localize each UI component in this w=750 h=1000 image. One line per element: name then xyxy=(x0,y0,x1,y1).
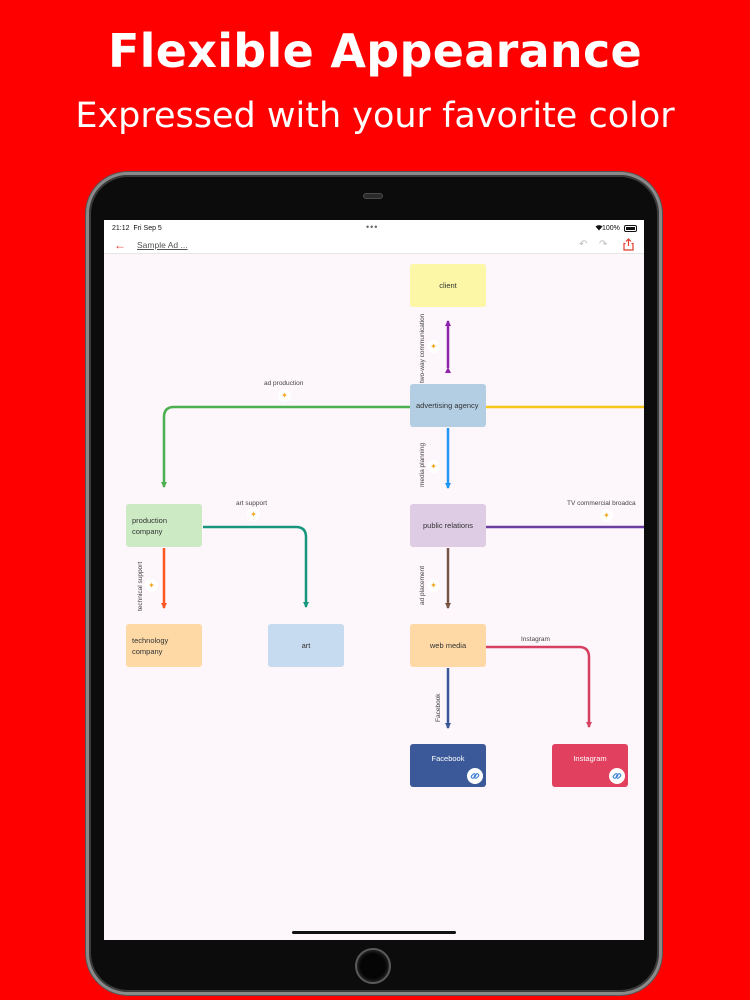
sparkle-icon[interactable]: ✦ xyxy=(247,508,260,521)
home-button[interactable] xyxy=(355,948,391,984)
node-advertising-agency[interactable]: advertising agency xyxy=(410,384,486,427)
document-title[interactable]: Sample Ad ... xyxy=(137,240,188,250)
edge-label-instagram: Instagram xyxy=(521,636,550,643)
edge-label-technical-support: technical support xyxy=(137,561,144,611)
node-public-relations-label: public relations xyxy=(422,521,474,530)
status-date: Fri Sep 5 xyxy=(133,225,162,232)
edge-label-facebook: Facebook xyxy=(435,693,442,722)
camera xyxy=(363,193,383,199)
app-screen: 21:12 Fri Sep 5 ••• 100% ← Sample Ad ...… xyxy=(104,220,644,940)
status-time: 21:12 xyxy=(112,225,130,232)
redo-icon[interactable]: ↷ xyxy=(599,239,608,250)
node-technology-company-label: technology company xyxy=(132,635,169,656)
battery-percent: 100% xyxy=(602,225,620,232)
back-arrow-icon[interactable]: ← xyxy=(114,238,126,252)
node-client-label: client xyxy=(439,281,457,290)
home-indicator[interactable] xyxy=(292,931,456,934)
node-web-media[interactable]: web media xyxy=(410,624,486,667)
sparkle-icon[interactable]: ✦ xyxy=(427,579,440,592)
node-facebook[interactable]: Facebook xyxy=(410,744,486,787)
edge-label-media-planning: media planning xyxy=(419,442,426,487)
node-instagram[interactable]: Instagram xyxy=(552,744,628,787)
mindmap-canvas[interactable]: client advertising agency production com… xyxy=(104,255,644,940)
sparkle-icon[interactable]: ✦ xyxy=(600,509,613,522)
promo-headline: Flexible Appearance xyxy=(107,24,643,78)
node-web-media-label: web media xyxy=(429,641,467,650)
edge-label-two-way-communication: two-way communication xyxy=(419,313,426,383)
edge-label-ad-placement: ad placement xyxy=(419,565,426,605)
link-icon[interactable] xyxy=(609,768,625,784)
node-technology-company[interactable]: technology company xyxy=(126,624,202,667)
sparkle-icon[interactable]: ✦ xyxy=(427,340,440,353)
share-icon[interactable] xyxy=(623,238,634,256)
node-advertising-agency-label: advertising agency xyxy=(416,401,479,410)
node-client[interactable]: client xyxy=(410,264,486,307)
sparkle-icon[interactable]: ✦ xyxy=(145,579,158,592)
undo-icon[interactable]: ↶ xyxy=(579,239,588,250)
status-bar: 21:12 Fri Sep 5 ••• 100% xyxy=(104,220,644,238)
edges-layer xyxy=(161,320,644,729)
promo-subhead: Expressed with your favorite color xyxy=(75,96,675,136)
sparkle-icon[interactable]: ✦ xyxy=(278,389,291,402)
node-art[interactable]: art xyxy=(268,624,344,667)
edge-ad-production xyxy=(161,405,410,488)
wifi-icon xyxy=(595,224,603,233)
node-production-company-label: production company xyxy=(132,515,168,536)
multitasking-dots[interactable]: ••• xyxy=(366,222,379,232)
edge-label-art-support: art support xyxy=(236,500,268,507)
edge-label-ad-production: ad production xyxy=(264,380,304,387)
battery-icon xyxy=(624,225,637,232)
node-art-label: art xyxy=(301,641,311,650)
node-facebook-label: Facebook xyxy=(431,754,465,763)
ipad-frame: 21:12 Fri Sep 5 ••• 100% ← Sample Ad ...… xyxy=(86,172,662,995)
node-public-relations[interactable]: public relations xyxy=(410,504,486,547)
edge-art-support xyxy=(203,525,309,608)
node-production-company[interactable]: production company xyxy=(126,504,202,547)
edge-label-tv-broadcast: TV commercial broadca xyxy=(567,500,636,507)
node-instagram-label: Instagram xyxy=(573,754,607,763)
link-icon[interactable] xyxy=(467,768,483,784)
nav-bar: ← Sample Ad ... ↶ ↷ xyxy=(104,238,644,254)
edge-instagram xyxy=(486,645,592,728)
sparkle-icon[interactable]: ✦ xyxy=(427,460,440,473)
